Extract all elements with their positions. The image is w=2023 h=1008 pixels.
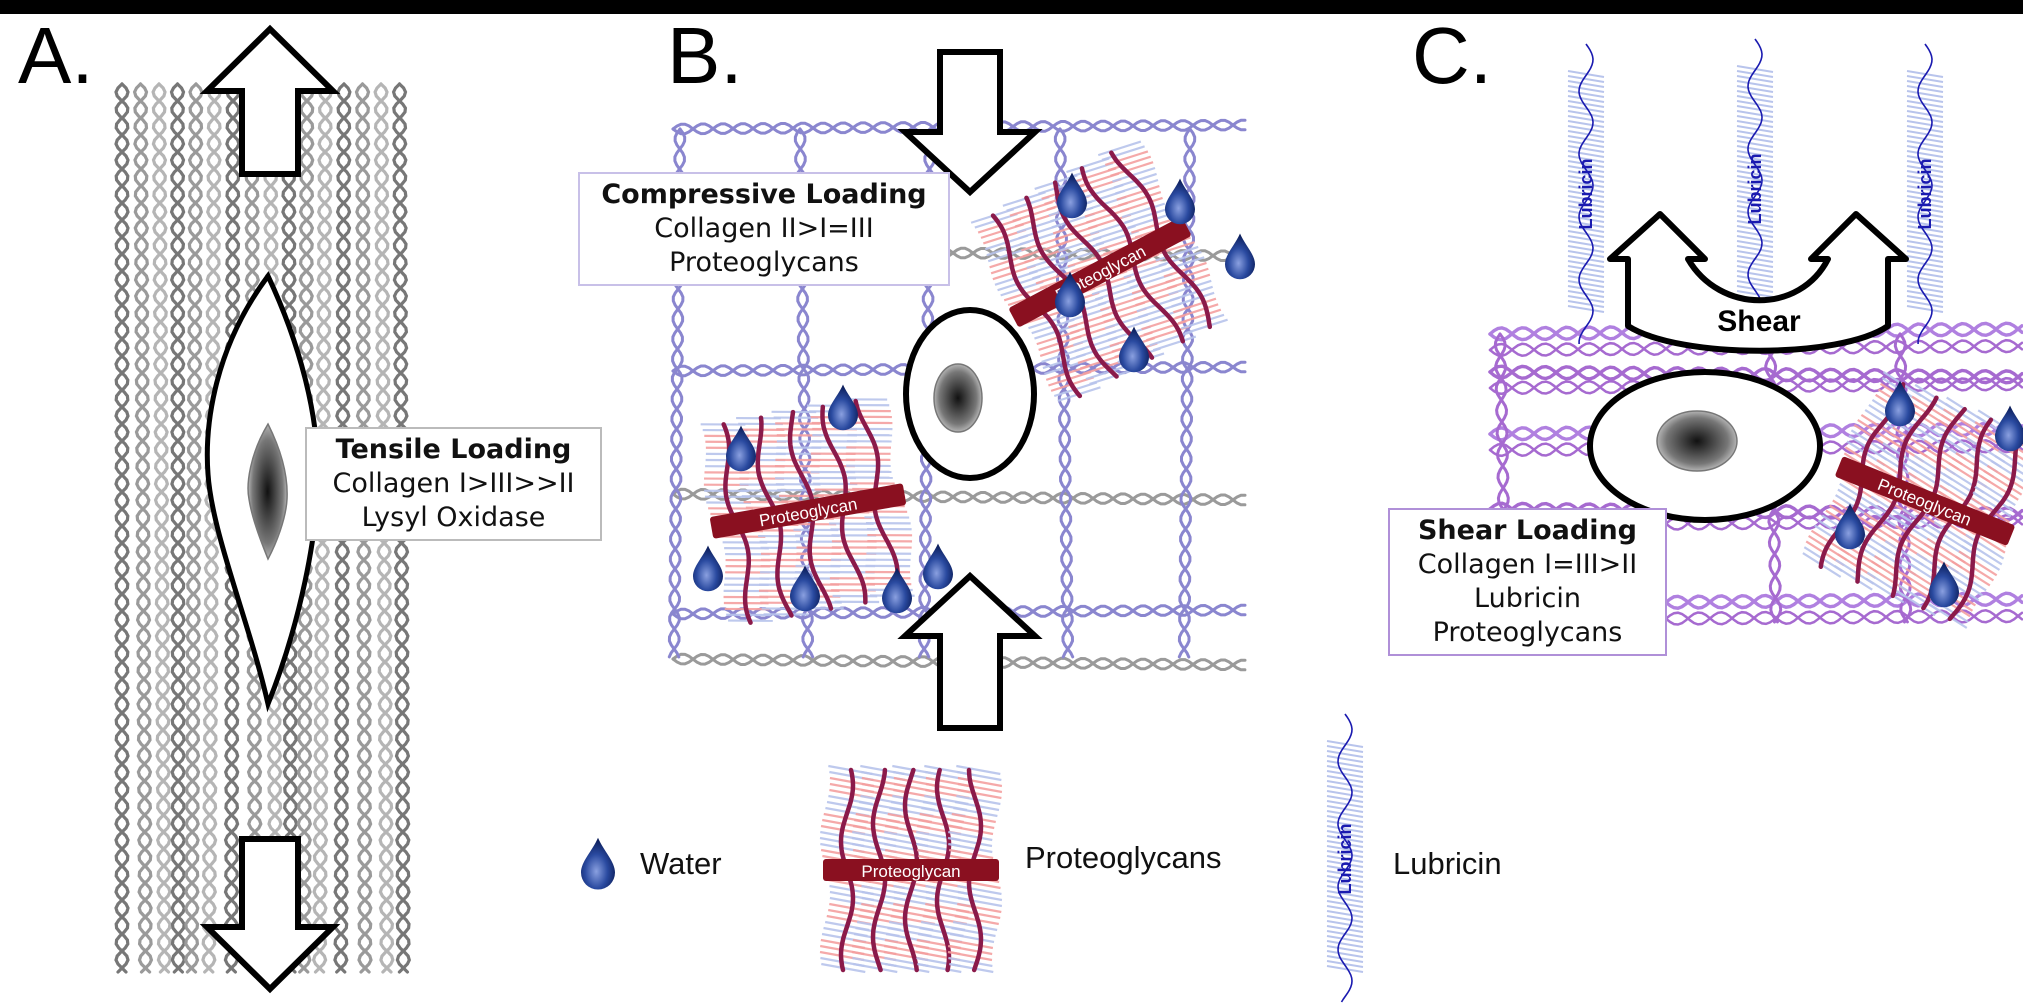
proteoglycan-aggregate-b1: Proteoglycan — [700, 398, 915, 625]
lubricin-molecule-c1: Lubricin — [1567, 43, 1605, 344]
spindle-cell-nucleus — [247, 422, 288, 561]
tensile-loading-title: Tensile Loading — [335, 434, 572, 465]
water-drop-icon — [790, 565, 820, 612]
water-drop-icon — [1929, 561, 1960, 608]
legend-drawing: Proteoglycan Lubricin — [581, 713, 1364, 1003]
shear-label: Shear — [1717, 305, 1801, 338]
water-drop-icon — [882, 567, 912, 614]
tensile-loading-line1: Collagen I>III>>II — [332, 468, 575, 499]
collagen-fibril-a — [132, 82, 154, 974]
water-drop-icon — [1055, 271, 1085, 318]
lubricin-molecule-c2: Lubricin — [1736, 38, 1774, 339]
legend-water-label: Water — [640, 846, 722, 881]
chondrocyte-cell — [903, 307, 1037, 481]
water-drop-icon — [828, 384, 858, 431]
compressive-loading-title: Compressive Loading — [601, 179, 927, 210]
water-drop-icon — [693, 545, 723, 592]
lubricin-label: Lubricin — [1745, 154, 1765, 225]
water-drop-icon — [1119, 326, 1149, 373]
tensile-loading-line2: Lysyl Oxidase — [361, 502, 546, 533]
water-drop-icon — [1835, 503, 1865, 550]
proteoglycan-core — [1009, 217, 1191, 327]
proteoglycan-core — [1835, 456, 2015, 546]
proteoglycan-core — [710, 483, 906, 539]
lubricin-molecule-c3: Lubricin — [1906, 43, 1944, 344]
water-drop-icon — [923, 543, 953, 590]
load-arrows — [199, 24, 1909, 994]
compressive-loading-line1: Collagen II>I=III — [654, 213, 874, 244]
shear-loading-line1: Collagen I=III>II — [1417, 549, 1638, 580]
legend-proteoglycan-icon: Proteoglycan — [819, 764, 1003, 974]
cell-nucleus — [1656, 410, 1738, 472]
collagen-fibril-a — [201, 82, 223, 974]
surface-cell — [1587, 369, 1823, 523]
compressive-arrow-down — [897, 49, 1043, 197]
tensile-arrow-up — [199, 24, 341, 177]
collagen-fibril-a — [169, 82, 187, 974]
compressive-loading-line2: Proteoglycans — [669, 247, 859, 278]
panel-c-letter: C. — [1412, 14, 1492, 100]
legend-proteoglycans-label: Proteoglycans — [1025, 840, 1222, 875]
collagen-fibril-c-horizontal — [1488, 364, 2023, 385]
tensile-loading-box: Tensile Loading Collagen I>III>>II Lysyl… — [305, 427, 602, 541]
shear-loading-title: Shear Loading — [1417, 515, 1638, 546]
compressive-loading-box: Compressive Loading Collagen II>I=III Pr… — [578, 172, 950, 286]
legend-lubricin-icon: Lubricin — [1326, 713, 1364, 1003]
collagen-fibril-a — [183, 82, 204, 974]
water-drop-icon — [1885, 380, 1915, 427]
compressive-arrow-up — [897, 571, 1043, 731]
lubricin-label: Lubricin — [1335, 824, 1355, 895]
collagen-fibril-a — [114, 82, 130, 974]
water-drop-icon — [1165, 178, 1195, 225]
shear-loading-line3: Proteoglycans — [1432, 617, 1623, 648]
panel-b-letter: B. — [667, 14, 743, 100]
water-drop-icon — [1057, 172, 1087, 219]
tensile-arrow-down — [199, 836, 341, 994]
legend-lubricin-label: Lubricin — [1393, 846, 1502, 881]
water-drop-icon — [726, 425, 756, 472]
lubricin-label: Lubricin — [1576, 159, 1596, 230]
lubricin-label: Lubricin — [1915, 159, 1935, 230]
svg-labels: Shear — [1717, 305, 1801, 338]
shear-arrow — [1607, 211, 1909, 354]
water-drop-icon — [1995, 405, 2023, 452]
shear-loading-box: Shear Loading Collagen I=III>II Lubricin… — [1388, 508, 1667, 656]
cell-nucleus — [933, 363, 983, 433]
legend-water-drop-icon — [581, 837, 615, 890]
proteoglycan-label: Proteoglycan — [861, 862, 960, 881]
panel-a-letter: A. — [18, 14, 94, 100]
collagen-fibril-a — [151, 82, 173, 974]
water-drop-icon — [1225, 233, 1255, 280]
shear-loading-line2: Lubricin — [1474, 583, 1581, 614]
proteoglycan-core — [823, 859, 999, 881]
